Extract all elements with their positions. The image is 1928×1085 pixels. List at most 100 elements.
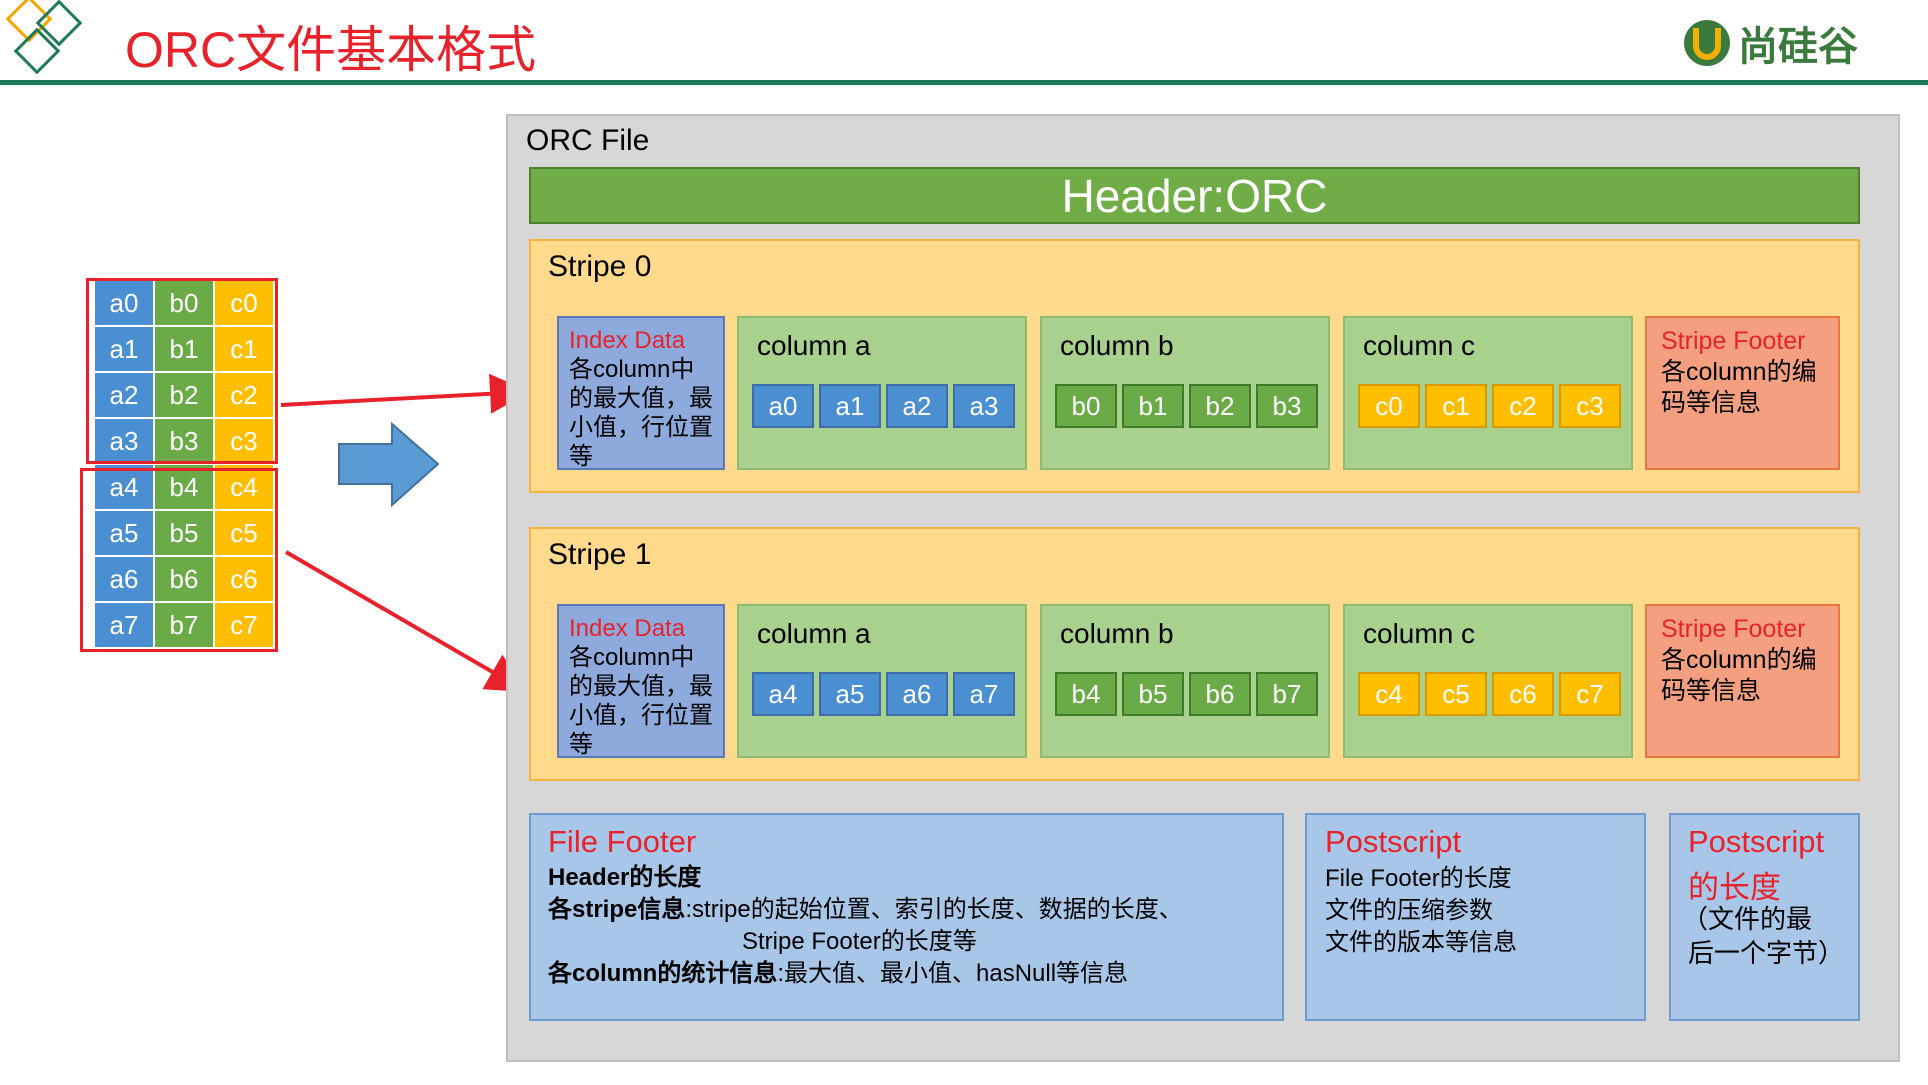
postscript-line: File Footer的长度 bbox=[1325, 865, 1512, 892]
index-data-title: Index Data bbox=[569, 615, 686, 642]
row-table: a0 b0 c0 a1 b1 c1 a2 b2 c2 a3 b3 c3 a4 b… bbox=[94, 280, 274, 648]
postscript-line: 文件的版本等信息 bbox=[1325, 929, 1517, 956]
stripe-footer: Stripe Footer 各column的编码等信息 bbox=[1645, 316, 1840, 470]
table-cell: b3 bbox=[154, 418, 214, 464]
column-value: a5 bbox=[819, 672, 881, 716]
column-value: a2 bbox=[886, 384, 948, 428]
column-value: b4 bbox=[1055, 672, 1117, 716]
column-title: column c bbox=[1363, 618, 1476, 649]
table-cell: c6 bbox=[214, 556, 274, 602]
postscript-line: 文件的压缩参数 bbox=[1325, 897, 1493, 924]
table-cell: b6 bbox=[154, 556, 214, 602]
column-title: column a bbox=[757, 618, 871, 649]
arrow-to-stripe0 bbox=[280, 373, 530, 414]
stripe0-rows-highlight bbox=[86, 278, 278, 464]
file-footer-line: Stripe Footer的长度等 bbox=[742, 928, 977, 955]
file-footer-bold: 各stripe信息 bbox=[548, 896, 686, 923]
stripe-label: Stripe 1 bbox=[548, 538, 652, 571]
postscript-length bbox=[1669, 813, 1860, 1021]
file-footer-line: Header的长度 bbox=[548, 864, 702, 891]
column-value: b6 bbox=[1189, 672, 1251, 716]
column-value: a3 bbox=[953, 384, 1015, 428]
column-value: a0 bbox=[752, 384, 814, 428]
column-value: c7 bbox=[1559, 672, 1621, 716]
header-orc: Header:ORC bbox=[529, 167, 1860, 224]
column-title: column b bbox=[1060, 618, 1174, 649]
brand-name: 尚硅谷 bbox=[1738, 25, 1858, 69]
arrow-to-stripe1 bbox=[284, 550, 527, 693]
table-cell: a6 bbox=[94, 556, 154, 602]
column-value: c1 bbox=[1425, 384, 1487, 428]
index-data-text: 各column中的最大值，最小值，行位置等 bbox=[569, 356, 713, 470]
file-footer-line: 各column的统计信息:最大值、最小值、hasNull等信息 bbox=[548, 958, 1128, 990]
column-title: column b bbox=[1060, 330, 1174, 361]
column-value: c3 bbox=[1559, 384, 1621, 428]
table-cell: a3 bbox=[94, 418, 154, 464]
logo-diamonds-icon bbox=[5, 0, 83, 75]
postscript-length-line: 后一个字节） bbox=[1688, 938, 1845, 968]
table-cell: b4 bbox=[154, 464, 214, 510]
column-value: c2 bbox=[1492, 384, 1554, 428]
column-value: b7 bbox=[1256, 672, 1318, 716]
stripe-footer-title: Stripe Footer bbox=[1661, 327, 1806, 355]
stripe-label: Stripe 0 bbox=[548, 250, 652, 283]
stripe-footer-text: 各column的编码等信息 bbox=[1661, 646, 1817, 705]
column-value: a6 bbox=[886, 672, 948, 716]
table-cell: c2 bbox=[214, 372, 274, 418]
column-value: b3 bbox=[1256, 384, 1318, 428]
page-title: ORC文件基本格式 bbox=[125, 22, 537, 78]
brand-u-icon bbox=[1684, 20, 1730, 66]
table-cell: a2 bbox=[94, 372, 154, 418]
column-value: b5 bbox=[1122, 672, 1184, 716]
table-cell: a0 bbox=[94, 280, 154, 326]
column-value: a7 bbox=[953, 672, 1015, 716]
stripe-footer-text: 各column的编码等信息 bbox=[1661, 358, 1817, 417]
table-cell: a4 bbox=[94, 464, 154, 510]
table-cell: c1 bbox=[214, 326, 274, 372]
table-cell: c3 bbox=[214, 418, 274, 464]
file-footer-title: File Footer bbox=[548, 824, 697, 859]
table-cell: c7 bbox=[214, 602, 274, 648]
file-footer-text: :最大值、最小值、hasNull等信息 bbox=[777, 960, 1129, 987]
table-cell: b0 bbox=[154, 280, 214, 326]
column-title: column a bbox=[757, 330, 871, 361]
stripe-footer: Stripe Footer 各column的编码等信息 bbox=[1645, 604, 1840, 758]
column-value: a4 bbox=[752, 672, 814, 716]
table-cell: a1 bbox=[94, 326, 154, 372]
index-data: Index Data 各column中的最大值，最小值，行位置等 bbox=[557, 316, 725, 470]
file-footer-bold: 各column的统计信息 bbox=[548, 960, 778, 987]
file-footer bbox=[529, 813, 1284, 1021]
index-data: Index Data 各column中的最大值，最小值，行位置等 bbox=[557, 604, 725, 758]
header-divider bbox=[0, 80, 1928, 85]
column-value: a1 bbox=[819, 384, 881, 428]
stripe1-rows-highlight bbox=[80, 468, 278, 652]
column-b: column b b0 b1 b2 b3 bbox=[1040, 316, 1330, 470]
postscript-length-line: （文件的最 bbox=[1682, 904, 1813, 934]
table-cell: b1 bbox=[154, 326, 214, 372]
file-footer-text: :stripe的起始位置、索引的长度、数据的长度、 bbox=[685, 896, 1183, 923]
table-cell: b5 bbox=[154, 510, 214, 556]
column-value: c4 bbox=[1358, 672, 1420, 716]
column-a: column a a4 a5 a6 a7 bbox=[737, 604, 1027, 758]
table-cell: b7 bbox=[154, 602, 214, 648]
column-c: column c c4 c5 c6 c7 bbox=[1343, 604, 1633, 758]
table-cell: a7 bbox=[94, 602, 154, 648]
column-c: column c c0 c1 c2 c3 bbox=[1343, 316, 1633, 470]
column-value: c0 bbox=[1358, 384, 1420, 428]
column-b: column b b4 b5 b6 b7 bbox=[1040, 604, 1330, 758]
table-cell: c0 bbox=[214, 280, 274, 326]
postscript bbox=[1305, 813, 1646, 1021]
block-arrow-icon bbox=[338, 421, 440, 508]
table-cell: c5 bbox=[214, 510, 274, 556]
postscript-length-title: 的长度 bbox=[1688, 870, 1781, 905]
file-footer-line: 各stripe信息:stripe的起始位置、索引的长度、数据的长度、 bbox=[548, 894, 1183, 926]
column-value: c5 bbox=[1425, 672, 1487, 716]
postscript-length-title: Postscript bbox=[1688, 824, 1825, 859]
stripe-footer-title: Stripe Footer bbox=[1661, 615, 1806, 643]
column-value: b1 bbox=[1122, 384, 1184, 428]
column-value: c6 bbox=[1492, 672, 1554, 716]
postscript-title: Postscript bbox=[1325, 824, 1462, 859]
column-value: b0 bbox=[1055, 384, 1117, 428]
index-data-title: Index Data bbox=[569, 327, 686, 354]
